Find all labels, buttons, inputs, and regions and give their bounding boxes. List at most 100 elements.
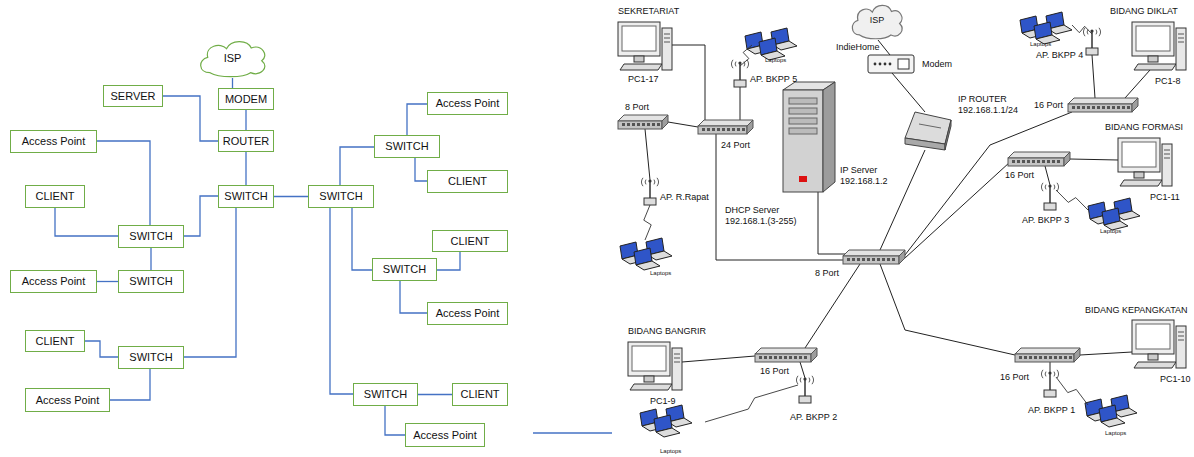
network-link <box>110 369 150 400</box>
device-box: SWITCH <box>372 258 437 281</box>
network-link <box>55 208 118 236</box>
node-text: MODEM <box>225 93 267 105</box>
switch-port <box>1112 106 1115 109</box>
switch-port <box>887 258 890 261</box>
switch-port <box>892 258 895 261</box>
laptops-icon <box>640 405 692 437</box>
ap-base <box>1044 390 1056 397</box>
access-point-icon <box>1084 28 1101 55</box>
device-label: PC1-8 <box>1155 76 1181 87</box>
monitor-screen <box>1136 324 1170 349</box>
laptop-base <box>656 428 680 437</box>
monitor-frame <box>1132 320 1174 354</box>
network-cable <box>672 45 705 120</box>
device-label: AP. BKPP 2 <box>790 412 837 423</box>
monitor-frame <box>1118 138 1160 172</box>
switch-port <box>732 128 735 131</box>
network-cable <box>1125 70 1150 98</box>
network-link <box>150 248 151 270</box>
device-label: PC1-17 <box>628 74 659 85</box>
node-text: SWITCH <box>364 388 407 400</box>
device-box: ROUTER <box>218 130 274 152</box>
laptops-icon <box>1020 12 1072 44</box>
pc-tower <box>1176 28 1186 70</box>
switch-front <box>755 354 811 362</box>
laptop-base <box>1101 418 1125 427</box>
modem-light <box>874 63 877 66</box>
switch-port <box>847 258 850 261</box>
keyboard <box>1134 64 1176 70</box>
node-text: SWITCH <box>129 275 172 287</box>
signal-arc <box>800 378 802 383</box>
signal-arc <box>645 180 647 185</box>
switch-port <box>642 123 645 126</box>
switch-port <box>1092 106 1095 109</box>
antenna-tip <box>648 179 651 182</box>
node-text: Access Point <box>22 135 86 147</box>
access-point-icon <box>642 178 659 205</box>
network-link <box>184 196 218 236</box>
node-text: ISP <box>870 16 885 26</box>
signal-arc <box>732 60 733 68</box>
node-text: SWITCH <box>129 351 172 363</box>
wireless-link <box>644 205 651 240</box>
monitor-stand <box>644 376 654 382</box>
node-text: SERVER <box>110 90 155 102</box>
device-label: BIDANG BANGRIR <box>628 326 706 337</box>
device-label: BIDANG DIKLAT <box>1110 6 1178 17</box>
switch-port <box>1029 356 1032 359</box>
laptops-icon <box>1088 198 1140 230</box>
switch-side <box>662 115 668 129</box>
switch-port <box>1039 356 1042 359</box>
drive-bay <box>674 354 680 355</box>
network-cable <box>880 150 925 250</box>
device-label: 16 Port <box>1034 100 1063 111</box>
drive-bay <box>1164 154 1170 155</box>
keyboard <box>1120 180 1162 186</box>
node-text: ISP <box>224 52 242 64</box>
signal-arc <box>812 376 813 384</box>
device-label: 16 Port <box>1000 372 1029 383</box>
network-cable <box>880 264 1015 355</box>
antenna-tip <box>1090 29 1093 32</box>
keyboard <box>1134 362 1176 368</box>
pc-tower <box>1176 326 1186 368</box>
device-label: Laptops <box>765 57 786 64</box>
drive-bay <box>789 108 817 114</box>
device-box: Access Point <box>10 270 97 293</box>
router-icon <box>905 112 951 150</box>
server-front <box>783 90 823 192</box>
switch-top <box>618 115 668 121</box>
device-label: AP. BKPP 4 <box>1036 50 1083 61</box>
switch-port <box>1069 356 1072 359</box>
pc-icon <box>628 342 682 390</box>
signal-arc <box>1042 183 1043 191</box>
network-link <box>232 78 233 88</box>
device-label: 16 Port <box>760 366 789 377</box>
network-link <box>352 208 372 270</box>
drive-bay <box>664 34 670 35</box>
network-cable <box>800 362 805 378</box>
switch-port <box>1059 356 1062 359</box>
switch-port <box>1064 356 1067 359</box>
signal-arc <box>1045 372 1047 377</box>
device-label: Laptops <box>650 270 671 277</box>
drive-bay <box>1164 158 1170 159</box>
monitor-stand <box>1148 354 1158 360</box>
switch-port <box>882 258 885 261</box>
access-point-icon <box>1042 183 1059 210</box>
antenna <box>1091 30 1093 48</box>
keyboard <box>620 64 662 70</box>
signal-arc <box>1084 28 1085 36</box>
device-label: 16 Port <box>1005 170 1034 181</box>
drive-bay <box>664 42 670 43</box>
switch-icon <box>618 115 668 129</box>
switch-port <box>1117 106 1120 109</box>
network-cable <box>1050 362 1051 372</box>
device-box: SWITCH <box>218 185 274 208</box>
monitor-stand <box>1148 56 1158 62</box>
switch-top <box>755 348 817 354</box>
signal-arc <box>1057 183 1058 191</box>
network-link <box>407 104 427 135</box>
network-cable <box>645 129 650 180</box>
